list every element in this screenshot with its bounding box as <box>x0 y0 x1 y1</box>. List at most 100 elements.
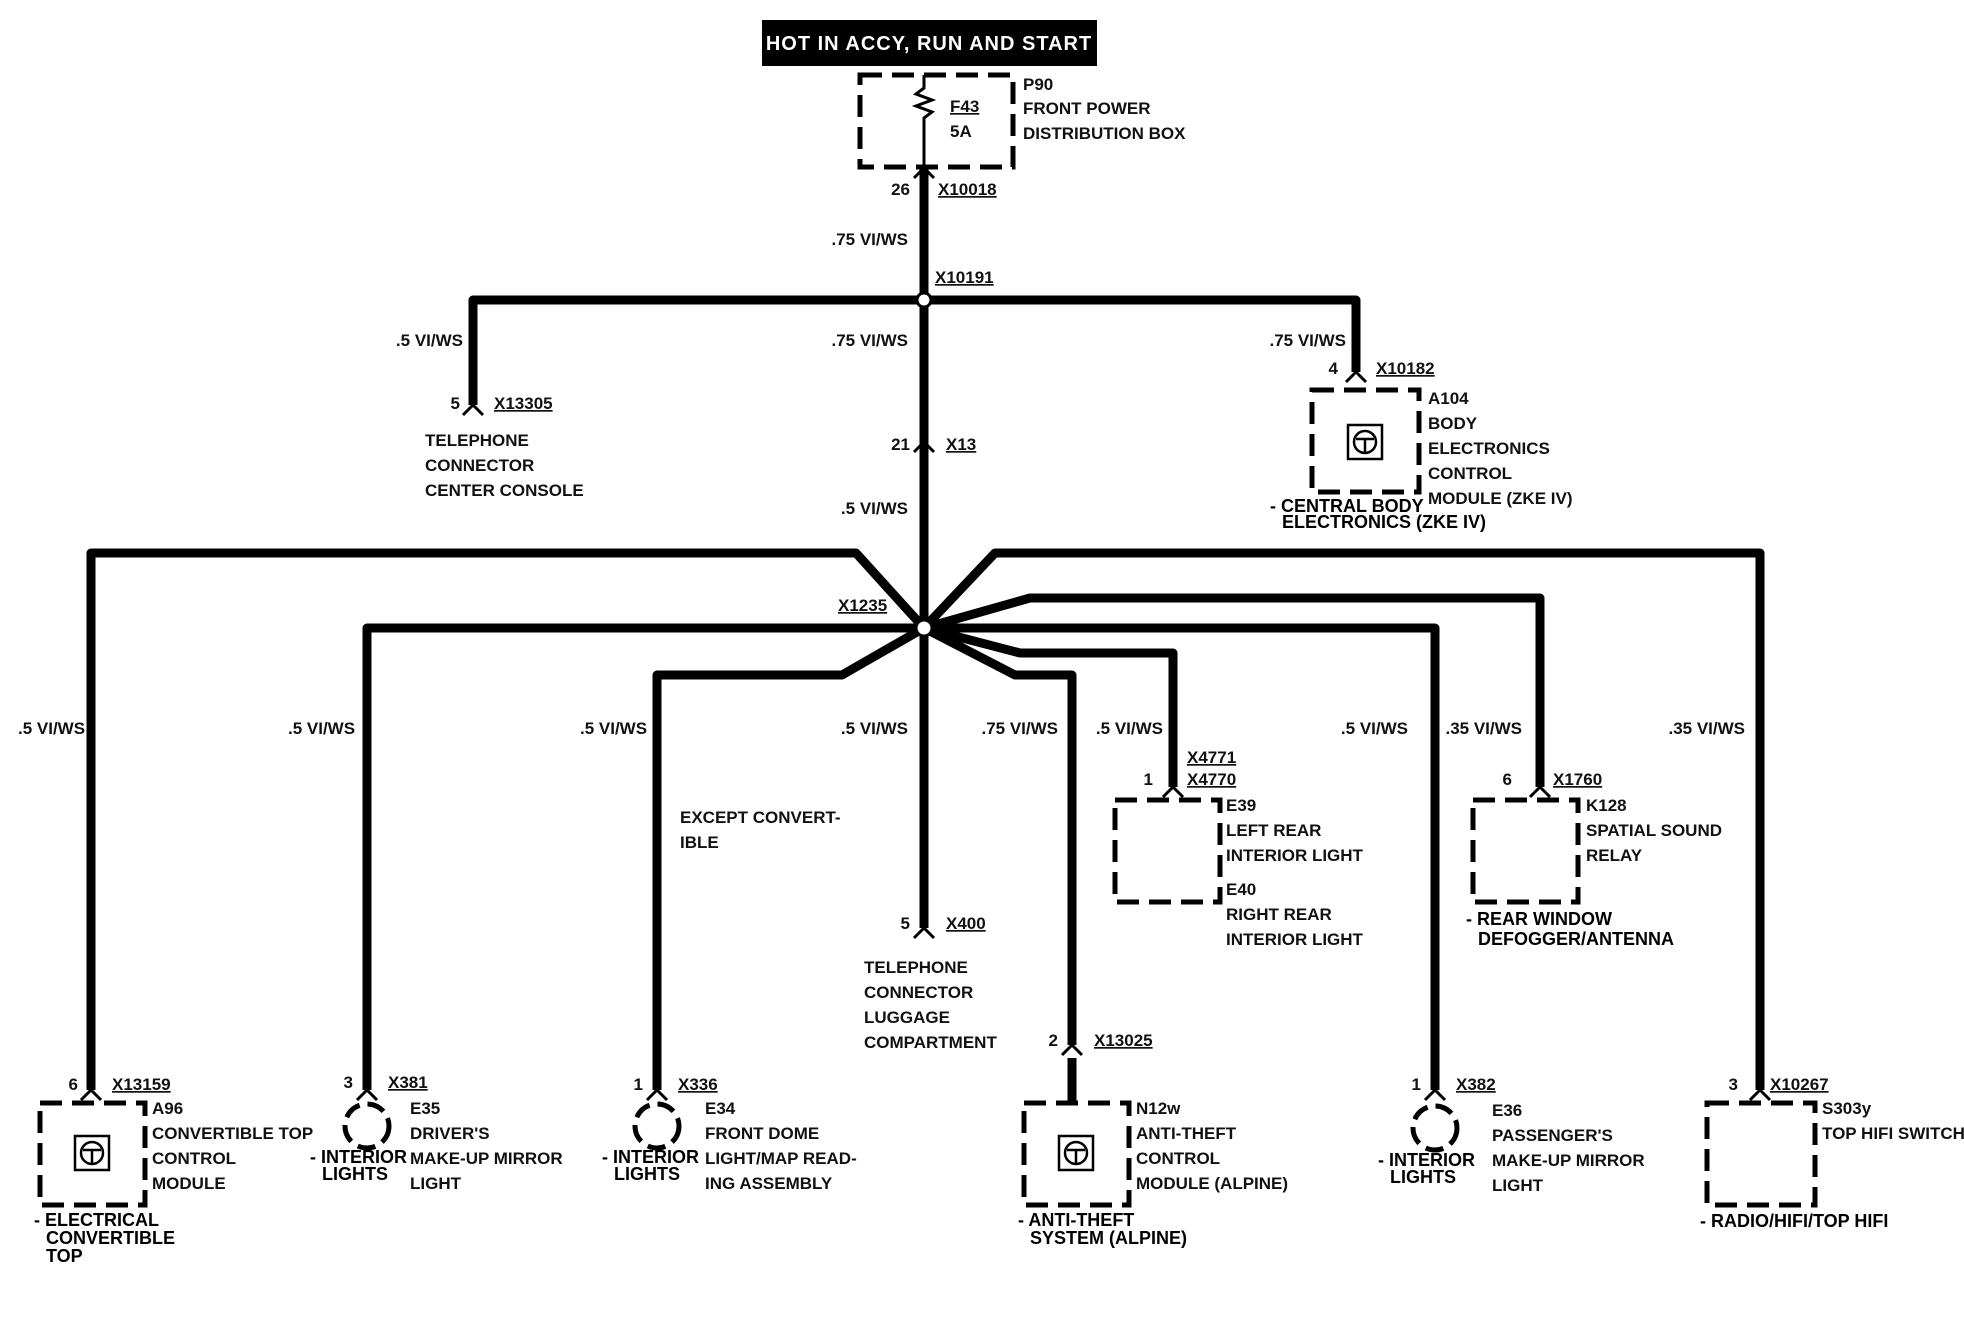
driver-mirror-connector: X381 <box>388 1073 428 1092</box>
anti-theft-pin: 2 <box>1049 1031 1058 1050</box>
fuse-connector-pin <box>912 165 936 180</box>
telephone-luggage-connector-id: X400 <box>946 914 986 933</box>
module-icon-glyph <box>1356 437 1374 452</box>
driver-mirror-id: E35 <box>410 1099 440 1118</box>
wire-front-dome <box>652 624 927 1090</box>
telephone-console-pin: 5 <box>451 394 460 413</box>
trunk-wire-label-2: .75 VI/WS <box>831 331 908 350</box>
front-dome-id: E34 <box>705 1099 736 1118</box>
hifi-switch-pin-mark <box>1748 1087 1772 1102</box>
driver-mirror-light: .5 VI/WS 3 X381 E35 DRIVER'S MAKE-UP MIR… <box>288 719 563 1193</box>
hifi-switch-label-1: TOP HIFI SWITCH <box>1822 1124 1964 1143</box>
front-dome-label-3: ING ASSEMBLY <box>705 1174 833 1193</box>
telephone-console-connector: .5 VI/WS 5 X13305 TELEPHONE CONNECTOR CE… <box>396 331 584 500</box>
rear-lights-wire: .5 VI/WS <box>1096 719 1163 738</box>
passenger-mirror-wire: .5 VI/WS <box>1341 719 1408 738</box>
body-module-label-4: MODULE (ZKE IV) <box>1428 489 1573 508</box>
convertible-top-pin: 6 <box>69 1075 78 1094</box>
passenger-mirror-id: E36 <box>1492 1101 1522 1120</box>
front-dome-connector: X336 <box>678 1075 718 1094</box>
sound-relay-system-1: - REAR WINDOW <box>1466 909 1612 929</box>
body-module-label-3: CONTROL <box>1428 464 1512 483</box>
driver-mirror-system-1: - INTERIOR <box>310 1147 407 1167</box>
hifi-switch-wire: .35 VI/WS <box>1668 719 1745 738</box>
sound-relay-label-2: RELAY <box>1586 846 1643 865</box>
fuse-connector: X10018 <box>938 180 997 199</box>
driver-mirror-label-1: DRIVER'S <box>410 1124 490 1143</box>
body-module-label-1: BODY <box>1428 414 1478 433</box>
rear-lights-pin-mark <box>1161 784 1185 799</box>
fuse-box: F43 5A P90 FRONT POWER DISTRIBUTION BOX … <box>831 72 1186 249</box>
rear-lights-id-1: E39 <box>1226 796 1256 815</box>
body-module-system-2: ELECTRONICS (ZKE IV) <box>1282 512 1486 532</box>
rear-lights-outline <box>1112 797 1223 905</box>
hifi-switch-outline <box>1704 1100 1818 1208</box>
passenger-mirror-pin-mark <box>1423 1087 1447 1102</box>
body-module-pin: 4 <box>1329 359 1339 378</box>
fuse-box-outline <box>857 72 1016 170</box>
driver-mirror-label-3: LIGHT <box>410 1174 462 1193</box>
power-title-banner: HOT IN ACCY, RUN AND START <box>762 20 1097 66</box>
rear-lights-connector-1: X4771 <box>1187 748 1236 767</box>
rear-lights-label-4: INTERIOR LIGHT <box>1226 930 1364 949</box>
convertible-top-id: A96 <box>152 1099 183 1118</box>
rear-lights-pin: 1 <box>1144 770 1153 789</box>
rear-interior-lights: .5 VI/WS X4771 X4770 1 E39 LEFT REAR INT… <box>1096 719 1364 949</box>
front-dome-pin: 1 <box>634 1075 643 1094</box>
driver-mirror-pin-mark <box>355 1087 379 1102</box>
telephone-console-pin-mark <box>461 402 485 417</box>
convertible-top-label-2: CONTROL <box>152 1149 236 1168</box>
fuse-pin: 26 <box>891 180 910 199</box>
telephone-luggage-label-2: CONNECTOR <box>864 983 973 1002</box>
light-bulb-icon <box>1410 1103 1460 1153</box>
fuse-rating: 5A <box>950 122 972 141</box>
x13-connector: X13 <box>946 435 976 454</box>
convertible-top-pin-mark <box>79 1087 103 1102</box>
rear-lights-label-1: LEFT REAR <box>1226 821 1321 840</box>
body-module-system-1: - CENTRAL BODY <box>1270 496 1424 516</box>
telephone-console-label-1: TELEPHONE <box>425 431 529 450</box>
splice-x1235 <box>914 618 934 638</box>
front-dome-system-1: - INTERIOR <box>602 1147 699 1167</box>
telephone-console-connector-id: X13305 <box>494 394 553 413</box>
telephone-console-wire: .5 VI/WS <box>396 331 463 350</box>
anti-theft-system-2: SYSTEM (ALPINE) <box>1030 1228 1187 1248</box>
fuse-wire-label: .75 VI/WS <box>831 230 908 249</box>
fuse-box-id: P90 <box>1023 75 1053 94</box>
fuse-box-label-1: FRONT POWER <box>1023 99 1151 118</box>
telephone-luggage-label-1: TELEPHONE <box>864 958 968 977</box>
telephone-luggage-label-3: LUGGAGE <box>864 1008 950 1027</box>
splice-top-id: X10191 <box>935 268 994 287</box>
passenger-mirror-light: .5 VI/WS 1 X382 E36 PASSENGER'S MAKE-UP … <box>1341 719 1645 1195</box>
module-icon-circle <box>1063 1140 1089 1166</box>
driver-mirror-label-2: MAKE-UP MIRROR <box>410 1149 563 1168</box>
passenger-mirror-label-1: PASSENGER'S <box>1492 1126 1613 1145</box>
sound-relay-label-1: SPATIAL SOUND <box>1586 821 1722 840</box>
light-bulb-icon <box>632 1101 682 1151</box>
anti-theft-system-1: - ANTI-THEFT <box>1018 1210 1134 1230</box>
wire-rear-lights <box>922 623 1178 787</box>
anti-theft-module: .75 VI/WS 2 X13025 N12w ANTI-THEFT CONTR… <box>981 719 1288 1248</box>
rear-lights-label-3: RIGHT REAR <box>1226 905 1332 924</box>
front-dome-light: .5 VI/WS EXCEPT CONVERT- IBLE 1 X336 E34… <box>580 719 857 1193</box>
telephone-console-label-2: CONNECTOR <box>425 456 534 475</box>
anti-theft-pin-mark <box>1060 1042 1084 1057</box>
passenger-mirror-label-2: MAKE-UP MIRROR <box>1492 1151 1645 1170</box>
anti-theft-connector: X13025 <box>1094 1031 1153 1050</box>
wire-convertible-top <box>86 548 928 1090</box>
front-dome-label-2: LIGHT/MAP READ- <box>705 1149 857 1168</box>
module-icon-circle <box>79 1140 105 1166</box>
body-module-connector: X10182 <box>1376 359 1435 378</box>
sound-relay-pin: 6 <box>1503 770 1512 789</box>
convertible-top-label-3: MODULE <box>152 1174 226 1193</box>
wire-hifi-switch <box>920 548 1765 1090</box>
telephone-luggage-connector: .5 VI/WS 5 X400 TELEPHONE CONNECTOR LUGG… <box>841 719 998 1052</box>
front-dome-note-2: IBLE <box>680 833 719 852</box>
splice-x10191 <box>915 291 933 309</box>
telephone-console-label-3: CENTER CONSOLE <box>425 481 584 500</box>
driver-mirror-pin: 3 <box>344 1073 353 1092</box>
convertible-top-wire: .5 VI/WS <box>18 719 85 738</box>
sound-relay-pin-mark <box>1528 784 1552 799</box>
hifi-switch-id: S303y <box>1822 1099 1872 1118</box>
